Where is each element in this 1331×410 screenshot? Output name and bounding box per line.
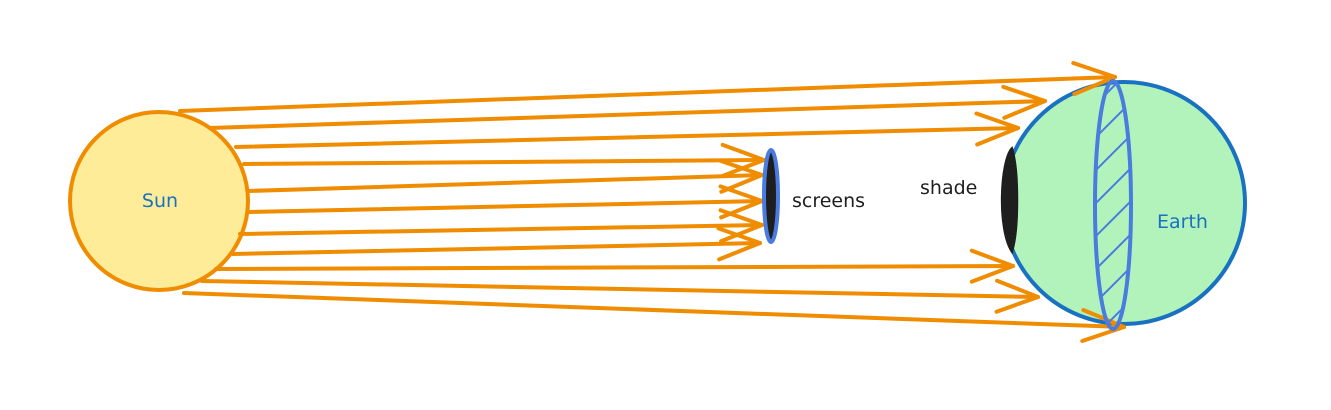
ray-5 [246, 173, 764, 193]
shade-label: shade [920, 177, 977, 199]
earth-band [1093, 79, 1133, 331]
sunlight-rays [178, 61, 1126, 344]
sun [68, 110, 250, 292]
sun-label: Sun [142, 190, 178, 212]
ray-10 [200, 279, 1040, 299]
screens-label: screens [792, 190, 865, 212]
ray-1 [178, 75, 1117, 113]
ray-11-arrowhead [1080, 308, 1126, 344]
ray-6-arrowhead [718, 184, 764, 220]
ray-7 [238, 223, 764, 236]
earth-band-outline [1093, 79, 1133, 331]
ray-5-arrowhead [718, 158, 764, 194]
ray-4-arrowhead [720, 142, 766, 178]
ray-11 [182, 291, 1126, 329]
ray-3-arrowhead [974, 111, 1020, 147]
ray-4 [242, 158, 766, 166]
ray-2-arrowhead [1001, 84, 1047, 120]
earth-label: Earth [1157, 211, 1208, 233]
earth-band-hatch [1095, 81, 1131, 329]
ray-2 [208, 99, 1047, 130]
ray-9-arrowhead [969, 248, 1015, 284]
ray-8 [231, 241, 762, 256]
ray-1-arrowhead [1071, 61, 1117, 96]
ray-6 [246, 199, 764, 214]
shade-on-earth [1000, 146, 1019, 255]
ray-9 [214, 264, 1015, 271]
screen [762, 148, 780, 244]
ray-8-arrowhead [716, 226, 762, 262]
ray-3 [234, 126, 1020, 149]
ray-10-arrowhead [994, 278, 1040, 314]
